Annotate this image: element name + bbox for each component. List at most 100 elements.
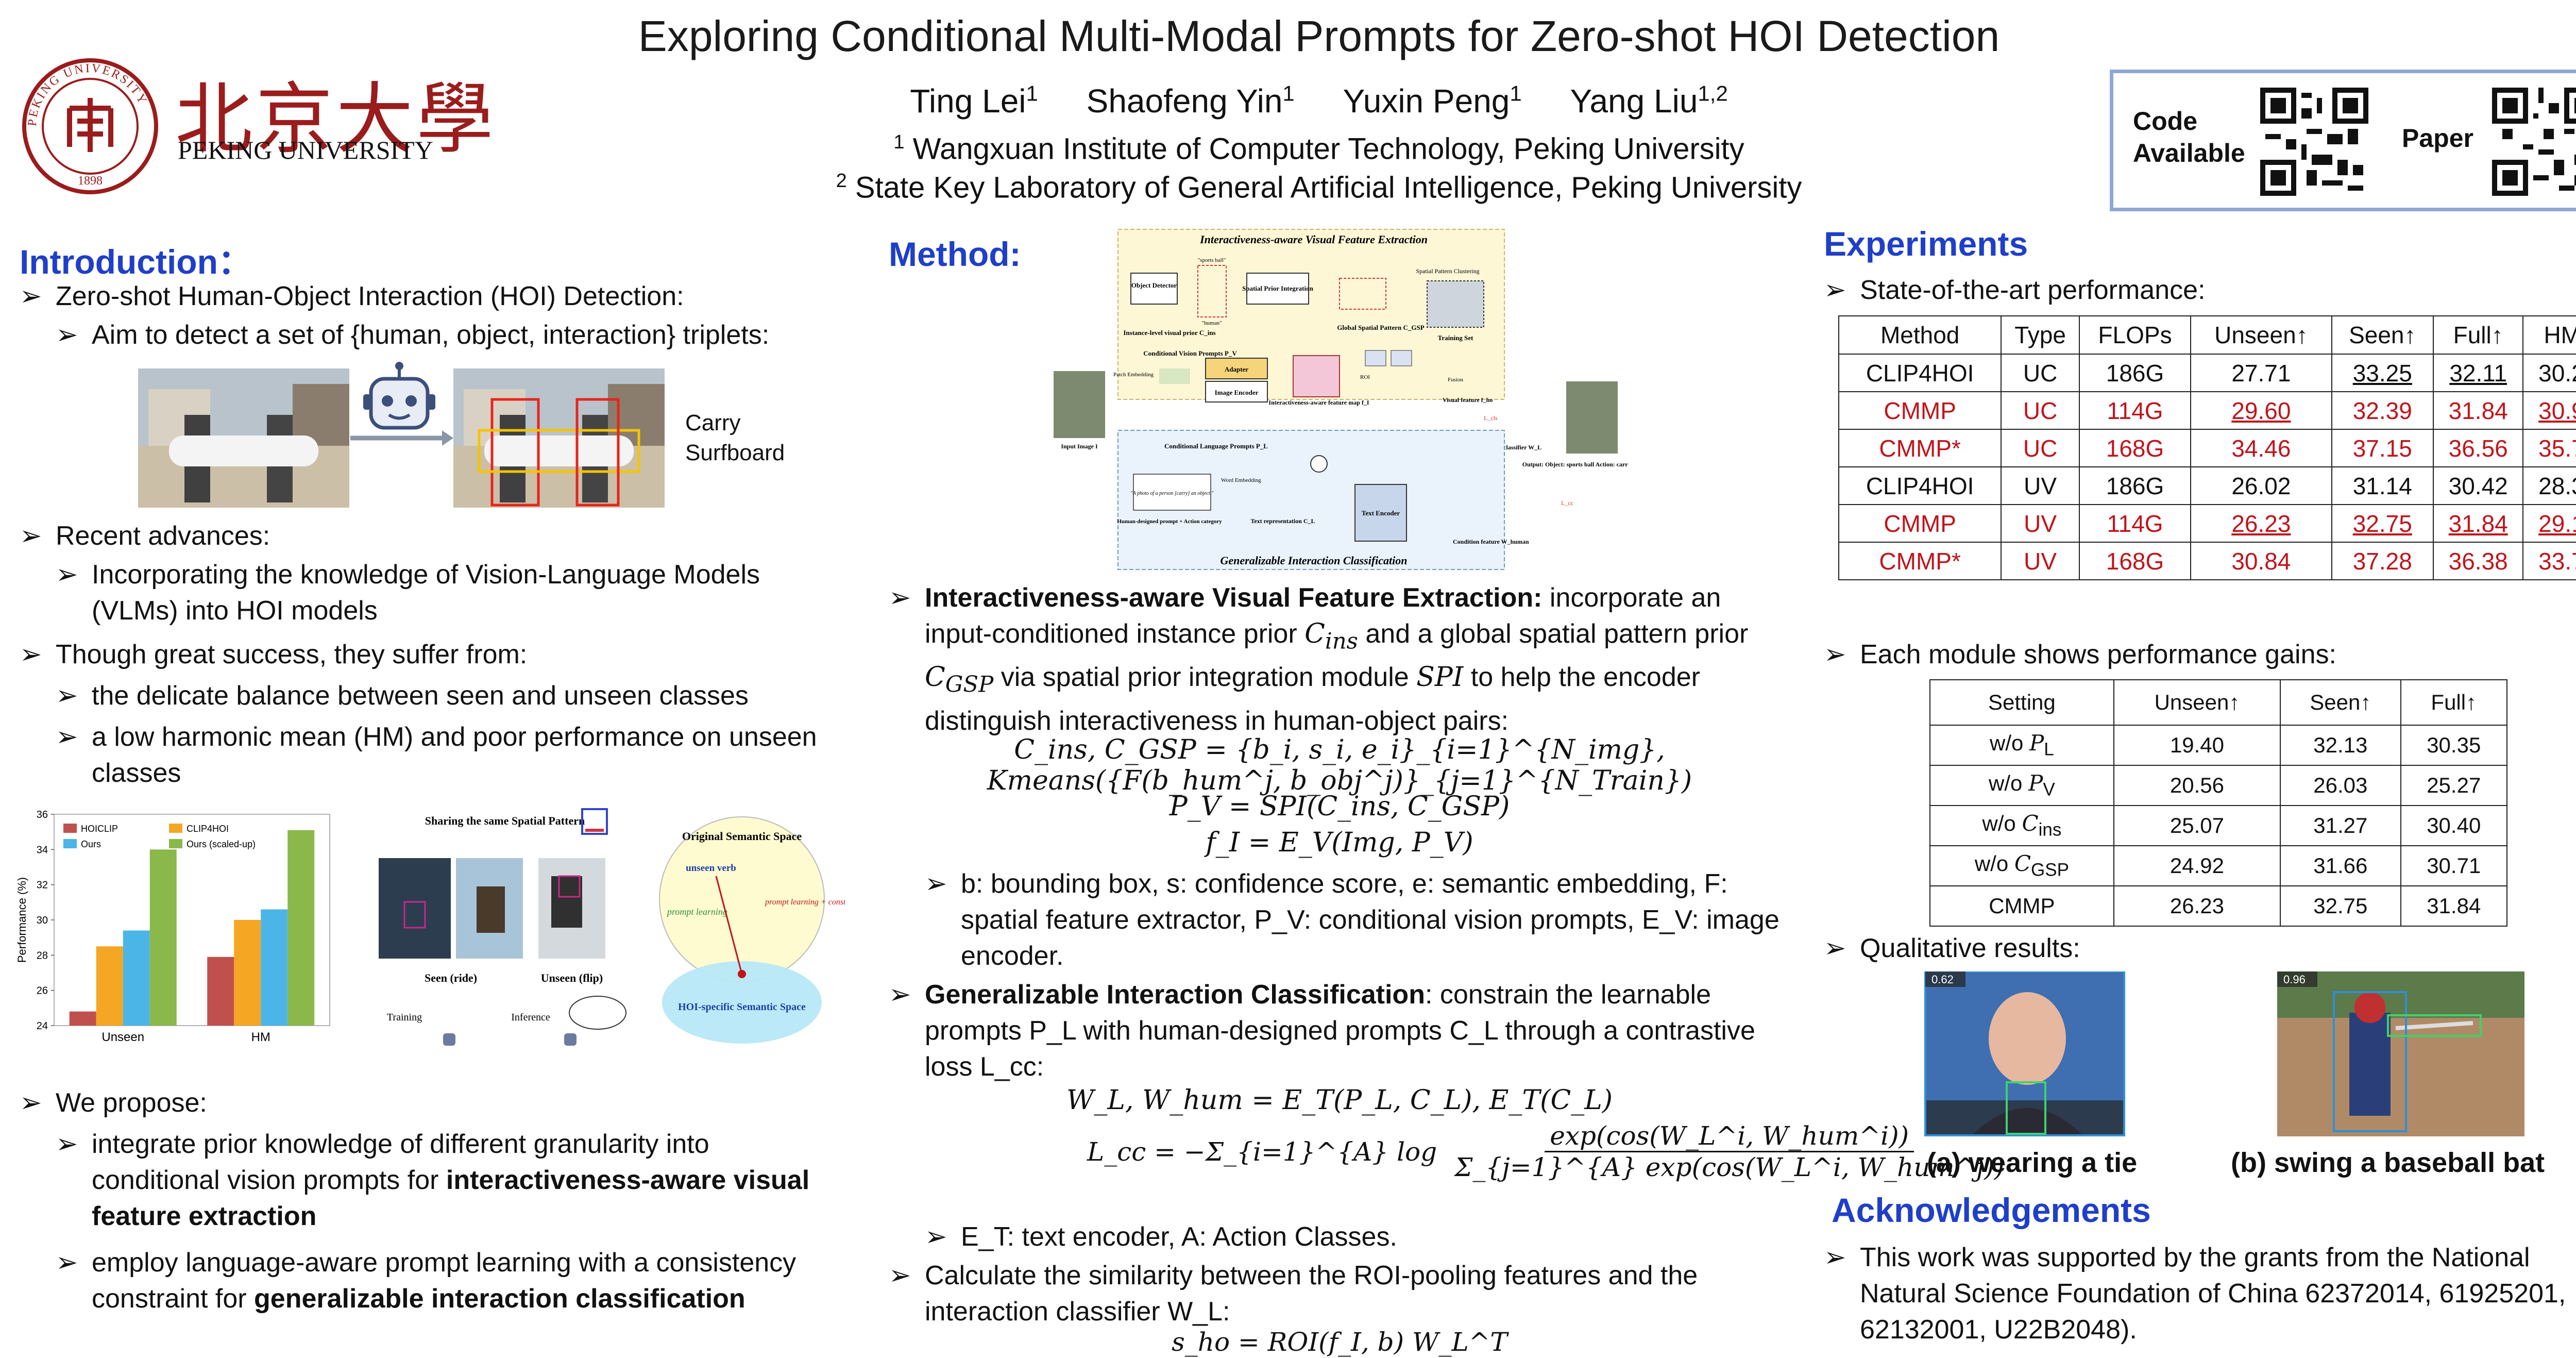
experiments-heading: Experiments: [1824, 225, 2028, 263]
bullet-arrow-icon: ➢: [20, 640, 42, 669]
affiliation-2: 2 State Key Laboratory of General Artifi…: [836, 170, 1802, 205]
paper-label: Paper: [2402, 124, 2473, 153]
paper-qr-icon[interactable]: [2492, 88, 2576, 196]
table-cell: 26.03: [2280, 765, 2401, 806]
arrow-right-icon: [350, 430, 453, 446]
table-cell: CLIP4HOI: [1838, 354, 2002, 392]
table-cell: 31.84: [2432, 504, 2524, 543]
bullet-arrow-icon: ➢: [1824, 640, 1846, 669]
bullet-propose-2: ➢employ language-aware prompt learning w…: [56, 1245, 859, 1317]
robot-icon: [361, 361, 438, 441]
svg-text:Generalizable Interaction Clas: Generalizable Interaction Classification: [1220, 554, 1407, 567]
table-cell: 26.23: [2113, 885, 2281, 927]
svg-text:ROI: ROI: [1360, 374, 1370, 380]
bar-clip4hoi-hm: [234, 920, 261, 1026]
sota-results-table: MethodTypeFLOPsUnseen↑Seen↑Full↑HM↑CLIP4…: [1838, 315, 2576, 580]
bullet-visual-extraction: ➢ Interactiveness-aware Visual Feature E…: [889, 580, 1790, 739]
bar-ours-hm: [261, 909, 288, 1026]
svg-text:Input Image I: Input Image I: [1061, 443, 1098, 450]
bullet-arrow-icon: ➢: [20, 521, 42, 551]
bullet-arrow-icon: ➢: [1824, 275, 1846, 305]
setting-cell: CMMP: [1929, 885, 2114, 927]
table-cell: 32.75: [2280, 885, 2401, 927]
table-cell: 35.75: [2522, 429, 2576, 467]
y-tick-label: 34: [37, 844, 48, 856]
bullet-calculate: ➢Calculate the similarity between the RO…: [889, 1258, 1785, 1330]
setting-cell: w/o PV: [1929, 765, 2114, 806]
table-cell: 168G: [2078, 542, 2192, 580]
table-cell: CMMP*: [1838, 542, 2002, 580]
setting-cell: w/o Cins: [1929, 805, 2114, 846]
pku-seal-logo: PEKING UNIVERSITY 1898: [22, 58, 158, 194]
y-tick-label: 36: [37, 809, 48, 820]
seen-label: Seen (ride): [425, 971, 477, 984]
pku-chinese-name: 北京大學: [175, 75, 497, 164]
bullet-propose: ➢We propose:: [20, 1085, 844, 1121]
legend-swatch: [169, 824, 182, 833]
table-header-cell: Seen↑: [2280, 679, 2401, 726]
svg-text:prompt learning + constraint: prompt learning + constraint: [765, 898, 845, 907]
acknowledgements-text: ➢This work was supported by the grants f…: [1824, 1239, 2576, 1348]
bullet-arrow-icon: ➢: [20, 1088, 42, 1118]
bar-ours-unseen: [123, 930, 150, 1026]
svg-text:Adapter: Adapter: [1225, 365, 1248, 373]
bar-ours-scaled-up--unseen: [149, 849, 177, 1026]
svg-text:Conditional Language Prompts P: Conditional Language Prompts P_L: [1164, 442, 1268, 450]
bullet-arrow-icon: ➢: [56, 1248, 78, 1278]
code-qr-icon[interactable]: [2260, 88, 2368, 196]
pku-english-name: PEKING UNIVERSITY: [178, 136, 433, 164]
table-cell: CMMP: [1838, 504, 2002, 543]
svg-text:0.62: 0.62: [1931, 973, 1954, 986]
table-cell: 27.71: [2190, 354, 2332, 392]
y-axis-label: Performance (%): [15, 877, 28, 963]
qualitative-photo-baseball: 0.96: [2277, 971, 2524, 1136]
table-cell: CLIP4HOI: [1838, 466, 2002, 505]
bullet-recent: ➢Recent advances:: [20, 518, 844, 554]
table-cell: UV: [2001, 466, 2080, 505]
bullet-arrow-icon: ➢: [56, 320, 78, 350]
table-cell: 32.13: [2280, 725, 2401, 766]
legend-swatch: [169, 839, 182, 848]
setting-cell: w/o CGSP: [1929, 845, 2114, 886]
bullet-arrow-icon: ➢: [56, 1129, 78, 1159]
table-cell: 33.75: [2522, 542, 2576, 580]
equation-6: s_ho = ROI(f_I, b) W_L^T: [1172, 1327, 1507, 1357]
table-cell: 32.75: [2331, 504, 2434, 543]
svg-text:Spatial Prior Integration: Spatial Prior Integration: [1242, 284, 1313, 292]
table-cell: 30.71: [2400, 845, 2508, 886]
svg-text:L_cls: L_cls: [1484, 414, 1498, 422]
author-3: Yuxin Peng1: [1343, 81, 1522, 120]
bullet-notation-1: ➢b: bounding box, s: confidence score, e…: [925, 866, 1785, 974]
table-header-cell: Setting: [1929, 679, 2114, 726]
caption-baseball: (b) swing a baseball bat: [2231, 1147, 2545, 1178]
table-cell: 36.56: [2432, 429, 2524, 467]
bar-hoiclip-hm: [207, 957, 234, 1026]
svg-text:Interactiveness-aware Visual F: Interactiveness-aware Visual Feature Ext…: [1199, 233, 1428, 246]
table-cell: CMMP: [1838, 391, 2002, 430]
table-cell: 26.23: [2190, 504, 2332, 543]
bullet-arrow-icon: ➢: [1824, 933, 1846, 963]
legend-entry: Ours: [81, 839, 101, 849]
unseen-label: Unseen (flip): [541, 971, 603, 984]
y-tick-label: 24: [37, 1020, 48, 1032]
table-cell: CMMP*: [1838, 429, 2002, 467]
method-framework-figure: Interactiveness-aware Visual Feature Ext…: [1054, 229, 1628, 570]
table-cell: 31.27: [2280, 805, 2401, 846]
table-cell: 114G: [2078, 391, 2192, 430]
bullet-propose-1: ➢integrate prior knowledge of different …: [56, 1126, 839, 1234]
bullet-arrow-icon: ➢: [925, 1222, 947, 1252]
equation-1: C_ins, C_GSP = {b_i, s_i, e_i}_{i=1}^{N_…: [987, 734, 1692, 796]
legend-swatch: [63, 824, 77, 833]
bullet-arrow-icon: ➢: [56, 681, 78, 711]
table-cell: 19.40: [2113, 725, 2281, 766]
table-cell: UC: [2001, 391, 2080, 430]
author-1: Ting Lei1: [910, 81, 1038, 120]
